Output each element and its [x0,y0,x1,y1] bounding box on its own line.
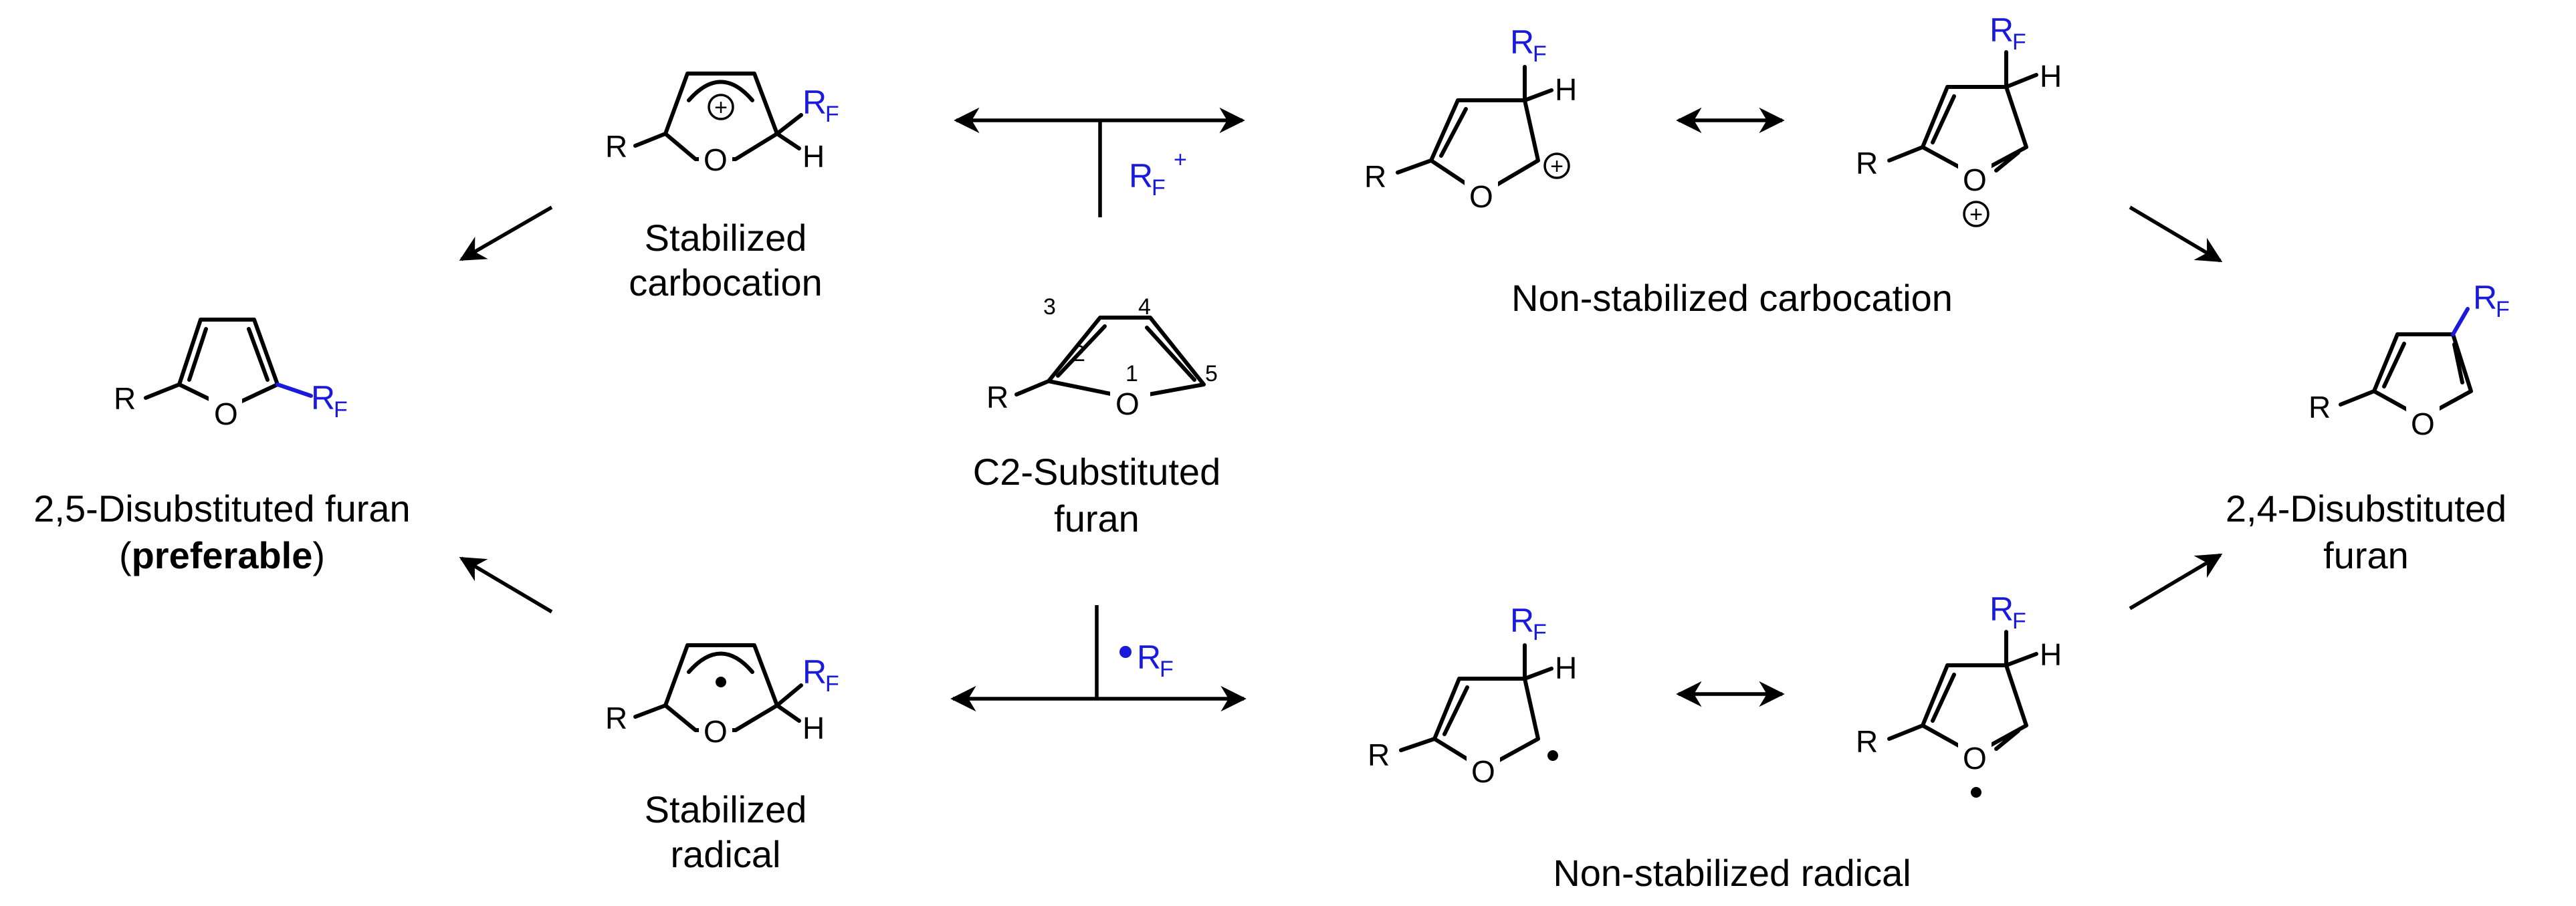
svg-text:R: R [605,129,627,164]
cation-reagent: R F + [1129,147,1187,201]
start-o-atom: O [1115,386,1140,421]
svg-text:F: F [1533,41,1547,67]
left-product-label-2: (preferable) [119,534,325,576]
stabilized-carbocation: O R H R F + [605,72,839,177]
start-label-2: furan [1054,497,1140,540]
ring-num-1: 1 [1125,361,1138,386]
svg-text:+: + [714,95,728,120]
svg-text:R: R [1364,159,1386,194]
stab-radical-label-1: Stabilized [645,788,807,830]
svg-text:F: F [1533,620,1547,645]
svg-text:+: + [1969,202,1983,227]
right-product-label-1: 2,4-Disubstituted [2226,487,2506,530]
svg-text:R: R [1990,590,2014,628]
svg-text:O: O [1963,162,1987,197]
nonstab-radical-label: Non-stabilized radical [1553,852,1911,894]
cation-split-arrow [954,107,1245,217]
ring-num-4: 4 [1138,294,1151,320]
arrow-to-25-from-radical [459,556,553,614]
svg-text:H: H [802,139,825,174]
preferable-bold: preferable [132,534,313,576]
nonstab-cation-label: Non-stabilized carbocation [1511,277,1953,319]
svg-text:F: F [2496,297,2510,322]
svg-text:R: R [114,381,136,416]
start-label-1: C2-Substituted [973,451,1220,493]
start-r-atom: R [986,380,1008,415]
svg-text:R: R [1137,639,1161,676]
svg-text:R: R [1129,157,1153,195]
arrow-to-24-from-radical [2129,553,2223,610]
arrow-to-25-from-cation [459,205,553,261]
svg-text:H: H [1555,651,1577,685]
svg-text:O: O [704,142,728,177]
svg-text:F: F [825,102,839,127]
ring-num-3: 3 [1043,294,1056,320]
svg-text:R: R [802,653,827,691]
right-product-label-2: furan [2323,534,2409,576]
svg-text:R: R [2309,390,2331,425]
svg-text:R: R [1856,146,1878,181]
svg-text:R: R [1510,602,1534,639]
svg-text:+: + [1174,147,1187,173]
svg-text:F: F [334,397,348,423]
svg-text:H: H [2040,59,2062,94]
nonstab-cation-b: O R H R F + [1856,11,2062,227]
svg-text:O: O [704,714,728,749]
svg-text:R: R [1510,23,1534,61]
svg-text:F: F [1152,175,1166,201]
svg-text:R: R [1368,738,1390,772]
svg-text:R: R [1990,11,2014,49]
svg-text:H: H [802,711,825,746]
start-furan: O R 1 2 3 4 5 [986,294,1218,421]
svg-text:F: F [2012,29,2026,55]
svg-text:O: O [214,397,238,431]
svg-text:O: O [1471,754,1495,789]
radical-reagent: R F [1119,639,1174,682]
svg-text:R: R [1856,724,1878,759]
nonstab-radical-a: O R H R F [1368,602,1577,789]
product-25-furan: O R R F [114,318,348,431]
svg-text:R: R [802,84,827,121]
nonstab-cation-a: O R H R F + [1364,23,1577,214]
product-24-furan: O R R F [2309,279,2510,441]
stabilized-radical: O R H R F [605,643,839,749]
stab-radical-label-2: radical [671,833,781,875]
svg-text:H: H [2040,637,2062,672]
arrow-to-24-from-cation [2129,205,2223,263]
svg-text:O: O [1469,179,1493,214]
svg-text:F: F [825,671,839,697]
stab-cation-label-2: carbocation [629,261,823,304]
svg-text:R: R [311,379,335,417]
nonstab-radical-b: O R H R F [1856,590,2062,798]
ring-num-5: 5 [1205,361,1218,386]
left-product-label-1: 2,5-Disubstituted furan [33,487,410,530]
radical-split-arrow [950,605,1247,712]
svg-text:R: R [2473,279,2497,316]
svg-text:O: O [1963,741,1987,776]
svg-text:H: H [1555,72,1577,107]
svg-text:O: O [2411,407,2435,441]
svg-text:R: R [605,701,627,735]
svg-text:F: F [2012,608,2026,634]
svg-text:+: + [1550,154,1564,179]
ring-num-2: 2 [1073,341,1085,366]
svg-text:F: F [1160,657,1174,682]
stab-cation-label-1: Stabilized [645,217,807,259]
